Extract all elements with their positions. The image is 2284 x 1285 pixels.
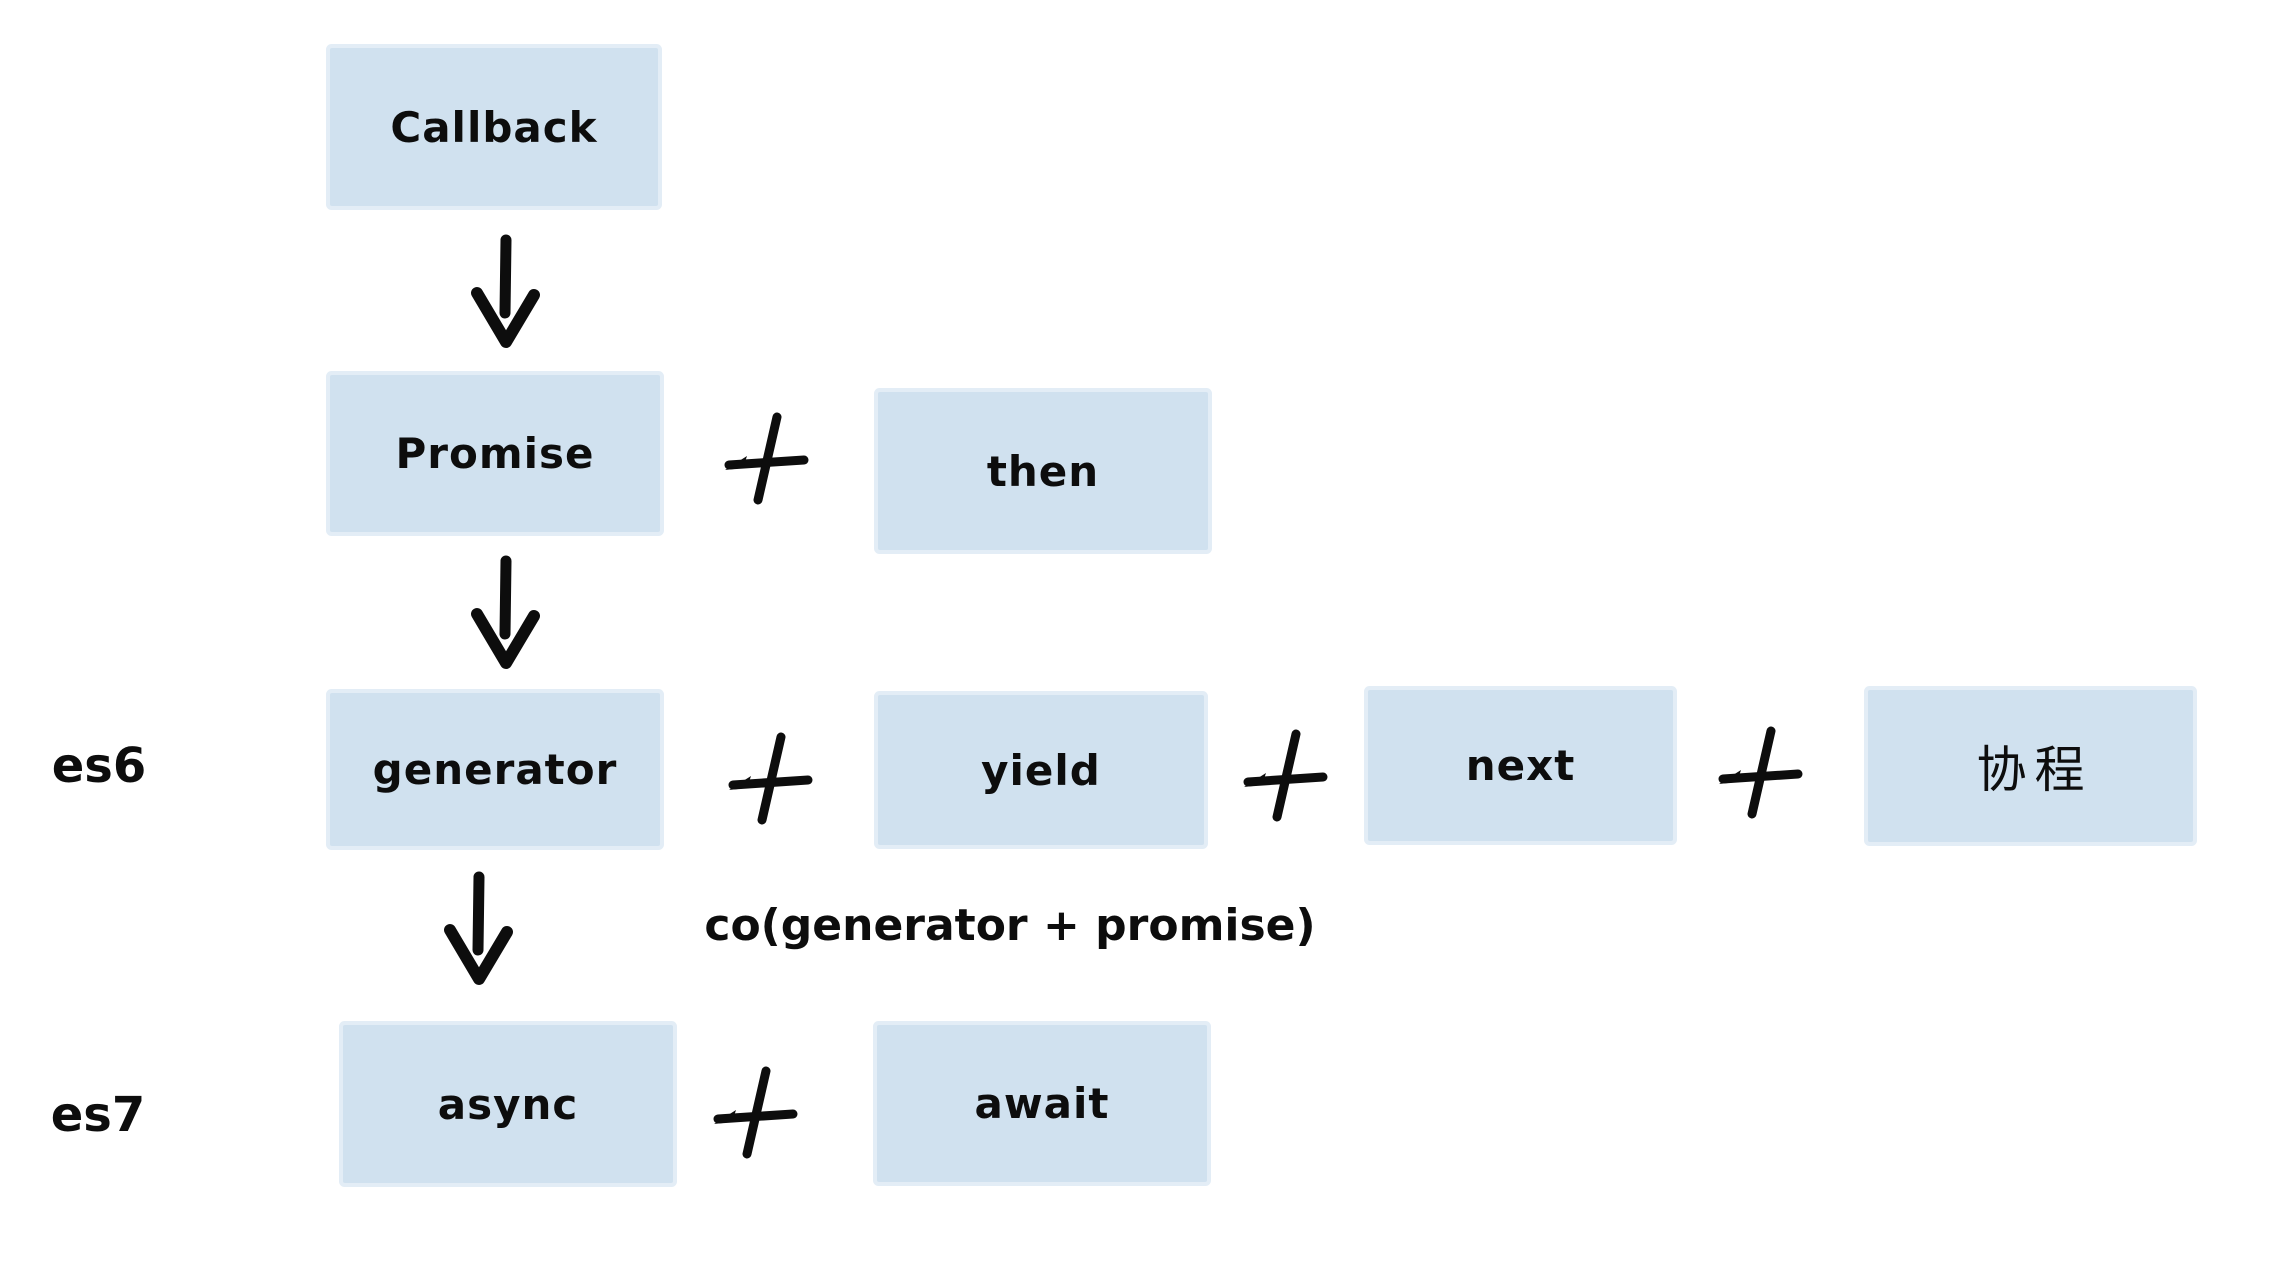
down-arrow-icon: [444, 871, 513, 985]
plus-icon: [728, 732, 813, 825]
coroutine-label: 协程: [1976, 741, 2093, 799]
callback-label: Callback: [390, 102, 598, 152]
promise-label: Promise: [395, 429, 595, 478]
generator-box: generator: [330, 693, 660, 846]
await-label: await: [974, 1079, 1110, 1128]
es6-row-label: es6: [51, 738, 147, 794]
plus-icon: [1243, 729, 1328, 822]
down-arrow-icon: [471, 555, 540, 669]
yield-label: yield: [981, 745, 1101, 795]
yield-box: yield: [878, 695, 1204, 845]
next-label: next: [1465, 741, 1576, 790]
coroutine-box: 协程: [1868, 690, 2193, 842]
callback-box: Callback: [330, 48, 658, 206]
await-box: await: [877, 1025, 1207, 1182]
promise-box: Promise: [330, 375, 660, 532]
plus-icon: [1718, 726, 1803, 819]
plus-icon: [724, 412, 809, 505]
async-box: async: [343, 1025, 673, 1183]
then-label: then: [986, 446, 1100, 496]
down-arrow-icon: [471, 234, 540, 348]
plus-icon: [713, 1066, 798, 1159]
then-box: then: [878, 392, 1208, 550]
es7-row-label: es7: [50, 1087, 146, 1143]
co-annotation: co(generator + promise): [704, 900, 1316, 951]
generator-label: generator: [372, 745, 618, 794]
next-box: next: [1368, 690, 1673, 841]
async-label: async: [437, 1079, 579, 1129]
